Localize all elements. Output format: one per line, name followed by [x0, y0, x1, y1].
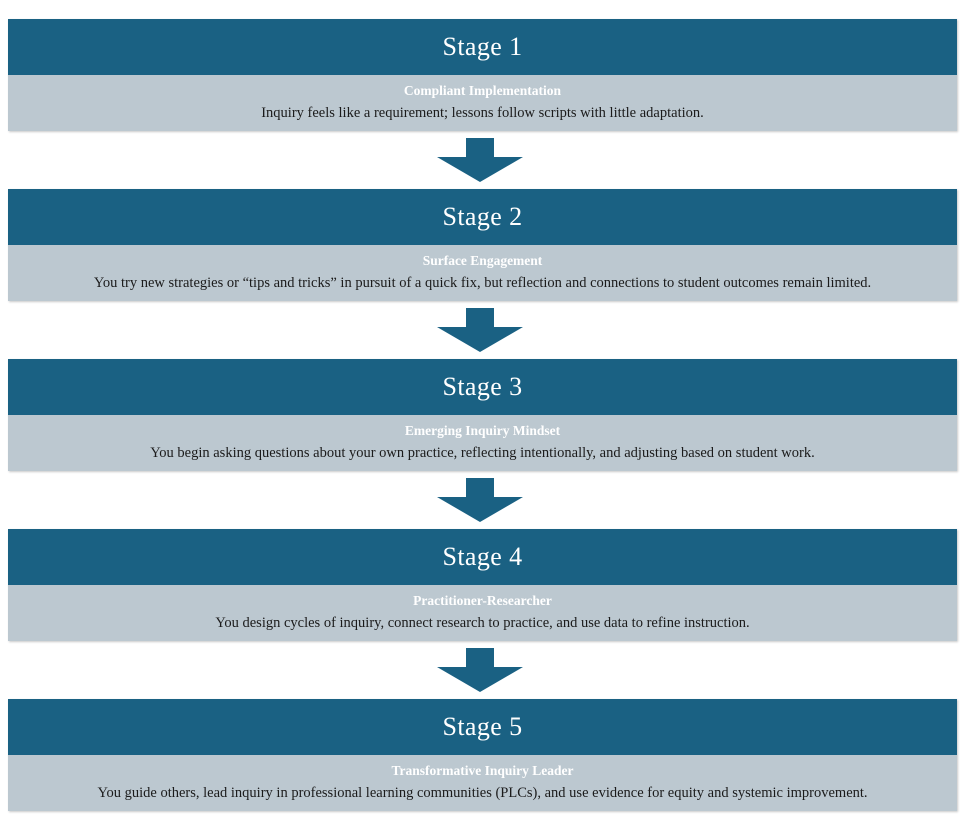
stage-title-2: Stage 2: [442, 202, 523, 231]
stage-subtitle-2: Surface Engagement: [422, 253, 543, 269]
arrow-down-icon: [436, 308, 523, 352]
stage-header-5: Stage 5: [8, 699, 957, 755]
stage-card-4: Stage 4 Practitioner-Researcher You desi…: [8, 529, 957, 641]
stage-subtitle-3: Emerging Inquiry Mindset: [404, 423, 561, 439]
stage-card-5: Stage 5 Transformative Inquiry Leader Yo…: [8, 699, 957, 811]
stage-description-3: You begin asking questions about your ow…: [150, 445, 815, 462]
connector-1-to-2: [5, 131, 954, 189]
stage-body-1: Compliant Implementation Inquiry feels l…: [8, 75, 957, 131]
stage-description-2: You try new strategies or “tips and tric…: [93, 275, 872, 292]
stage-subtitle-5: Transformative Inquiry Leader: [391, 763, 574, 779]
stage-card-2: Stage 2 Surface Engagement You try new s…: [8, 189, 957, 301]
stage-title-3: Stage 3: [442, 372, 523, 401]
arrow-down-icon: [436, 138, 523, 182]
stage-title-5: Stage 5: [442, 712, 523, 741]
stage-title-4: Stage 4: [442, 542, 523, 571]
connector-4-to-5: [5, 641, 954, 699]
stage-description-5: You guide others, lead inquiry in profes…: [97, 785, 868, 802]
stage-header-2: Stage 2: [8, 189, 957, 245]
stage-header-4: Stage 4: [8, 529, 957, 585]
stage-title-1: Stage 1: [442, 32, 523, 61]
stage-body-3: Emerging Inquiry Mindset You begin askin…: [8, 415, 957, 471]
stage-subtitle-1: Compliant Implementation: [403, 83, 562, 99]
stage-header-3: Stage 3: [8, 359, 957, 415]
stage-description-4: You design cycles of inquiry, connect re…: [215, 615, 750, 632]
stage-header-1: Stage 1: [8, 19, 957, 75]
stage-subtitle-4: Practitioner-Researcher: [413, 593, 552, 609]
connector-2-to-3: [5, 301, 954, 359]
connector-3-to-4: [5, 471, 954, 529]
stage-body-5: Transformative Inquiry Leader You guide …: [8, 755, 957, 811]
stage-description-1: Inquiry feels like a requirement; lesson…: [261, 105, 704, 122]
stage-body-4: Practitioner-Researcher You design cycle…: [8, 585, 957, 641]
stage-card-3: Stage 3 Emerging Inquiry Mindset You beg…: [8, 359, 957, 471]
arrow-down-icon: [436, 478, 523, 522]
stage-body-2: Surface Engagement You try new strategie…: [8, 245, 957, 301]
stage-card-1: Stage 1 Compliant Implementation Inquiry…: [8, 19, 957, 131]
arrow-down-icon: [436, 648, 523, 692]
